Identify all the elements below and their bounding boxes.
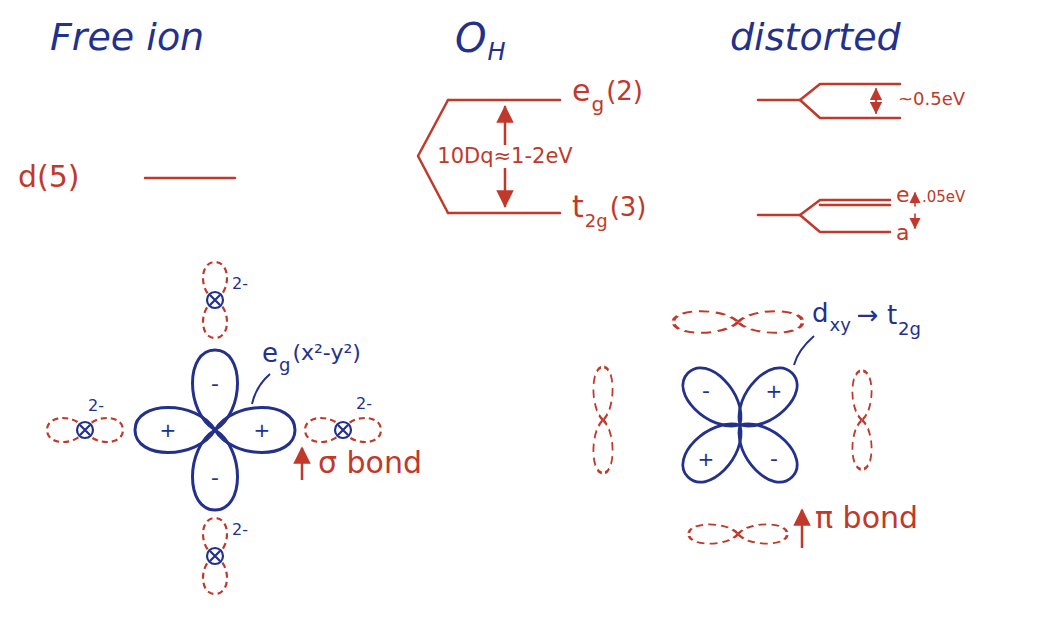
distorted-level [800, 100, 900, 118]
distorted-level [800, 84, 900, 100]
distorted-level [800, 200, 890, 215]
lobe-sign: + [766, 381, 783, 401]
subscript: xy [830, 316, 851, 334]
subscript: 2g [898, 320, 921, 338]
leader-line [794, 336, 814, 365]
dxy-orbital [673, 358, 806, 491]
pointer-arrow [301, 448, 304, 480]
distorted-t2g-stem [758, 214, 800, 217]
orbital-lobe [215, 408, 295, 453]
ion-charge: 2- [88, 398, 104, 414]
distorted-level [820, 204, 890, 207]
column-heading: O [455, 18, 486, 58]
dx2y2-orbital [135, 350, 295, 510]
leader-line [252, 374, 270, 404]
oxygen-ions [77, 292, 351, 564]
orbital-lobe [193, 350, 238, 430]
pointer-arrow [801, 510, 804, 548]
level-label: (2) [606, 78, 643, 104]
lobe-sign: + [698, 449, 715, 469]
gap-arrow [875, 89, 877, 113]
column-heading: Free ion [50, 18, 204, 56]
energy-value: ~0.5eV [898, 90, 965, 108]
lobe-sign: - [770, 448, 778, 470]
orbital-label: d [812, 300, 829, 326]
subscript: g [279, 356, 290, 374]
bond-label: π bond [815, 503, 918, 533]
t2g-level [448, 212, 560, 215]
lobe-sign: + [254, 420, 271, 440]
lobe-sign: + [160, 420, 177, 440]
orbital-lobe [193, 430, 238, 510]
level-label: t [572, 192, 584, 222]
small-arrow [914, 214, 916, 228]
ion-charge: 2- [356, 396, 372, 412]
lobe-sign: - [702, 380, 710, 402]
small-arrow [914, 193, 916, 206]
level-label: (3) [610, 194, 647, 220]
lobe-sign: - [211, 373, 219, 395]
distorted-level [800, 215, 890, 232]
ion-charge: 2- [232, 522, 248, 538]
column-heading: distorted [730, 18, 901, 56]
oxygen-p-orbitals [47, 262, 381, 594]
ion-charge: 2- [232, 276, 248, 292]
bond-label: σ bond [318, 448, 422, 478]
orbital-lobe [135, 408, 215, 453]
energy-value: 10Dq≈1-2eV [434, 145, 575, 168]
energy-value: .05eV [922, 190, 965, 205]
subscript: H [487, 40, 505, 64]
level-label: e [572, 76, 590, 106]
free-ion-level [145, 177, 235, 180]
orbital-lobe [725, 358, 806, 439]
distorted-eg-stem [758, 99, 800, 102]
orbital-label: e [262, 340, 278, 366]
subscript: 2g [585, 212, 608, 230]
lobe-sign: - [211, 467, 219, 489]
eg-level [448, 99, 560, 102]
level-label: d(5) [18, 162, 80, 192]
level-label: a [896, 222, 909, 244]
orbital-label: → t [857, 302, 897, 328]
energy-levels [145, 84, 915, 232]
subscript: g [591, 94, 604, 114]
level-label: e [896, 184, 910, 206]
orbital-label: (x²-y²) [292, 342, 360, 364]
